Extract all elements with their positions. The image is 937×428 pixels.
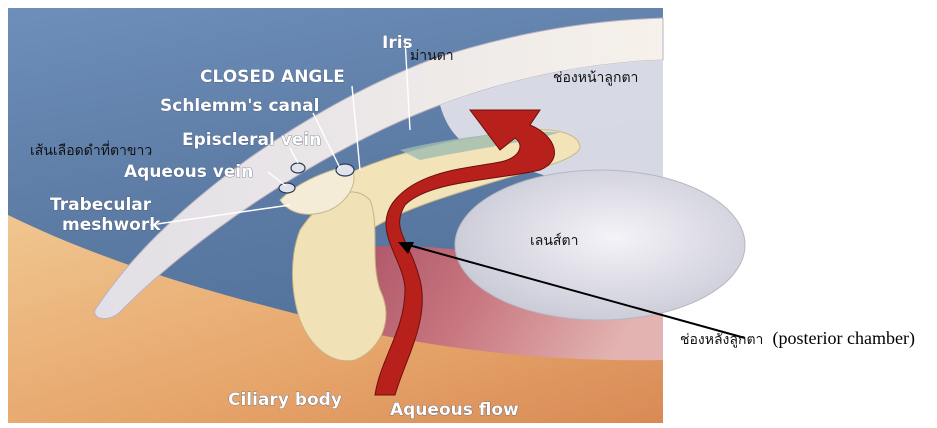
aqueous-flow-label: Aqueous flow <box>390 400 519 420</box>
aqueous-vein-icon <box>291 163 305 173</box>
iris-label: Iris <box>382 33 413 53</box>
schlemms-canal-label: Schlemm's canal <box>160 96 319 116</box>
episcleral-vein-thai-label: เส้นเลือดดำที่ตาขาว <box>30 141 152 159</box>
posterior-chamber-annotation: ช่องหลังลูกตา (posterior chamber) <box>680 328 915 349</box>
closed-angle-label: CLOSED ANGLE <box>200 67 345 87</box>
posterior-chamber-english-label: (posterior chamber) <box>773 328 915 349</box>
trabecular-label-line2: meshwork <box>62 215 161 235</box>
ciliary-body-label: Ciliary body <box>228 390 342 410</box>
trabecular-label-line1: Trabecular <box>50 195 152 215</box>
posterior-chamber-thai-label: ช่องหลังลูกตา <box>680 332 763 348</box>
lens-thai-label: เลนส์ตา <box>530 232 578 249</box>
episcleral-vein-label: Episcleral vein <box>182 130 321 150</box>
episcleral-vein-icon <box>279 183 295 193</box>
aqueous-vein-label: Aqueous vein <box>124 162 253 182</box>
anterior-chamber-thai-label: ช่องหน้าลูกตา <box>553 70 638 86</box>
iris-thai-label: ม่านตา <box>410 48 454 64</box>
